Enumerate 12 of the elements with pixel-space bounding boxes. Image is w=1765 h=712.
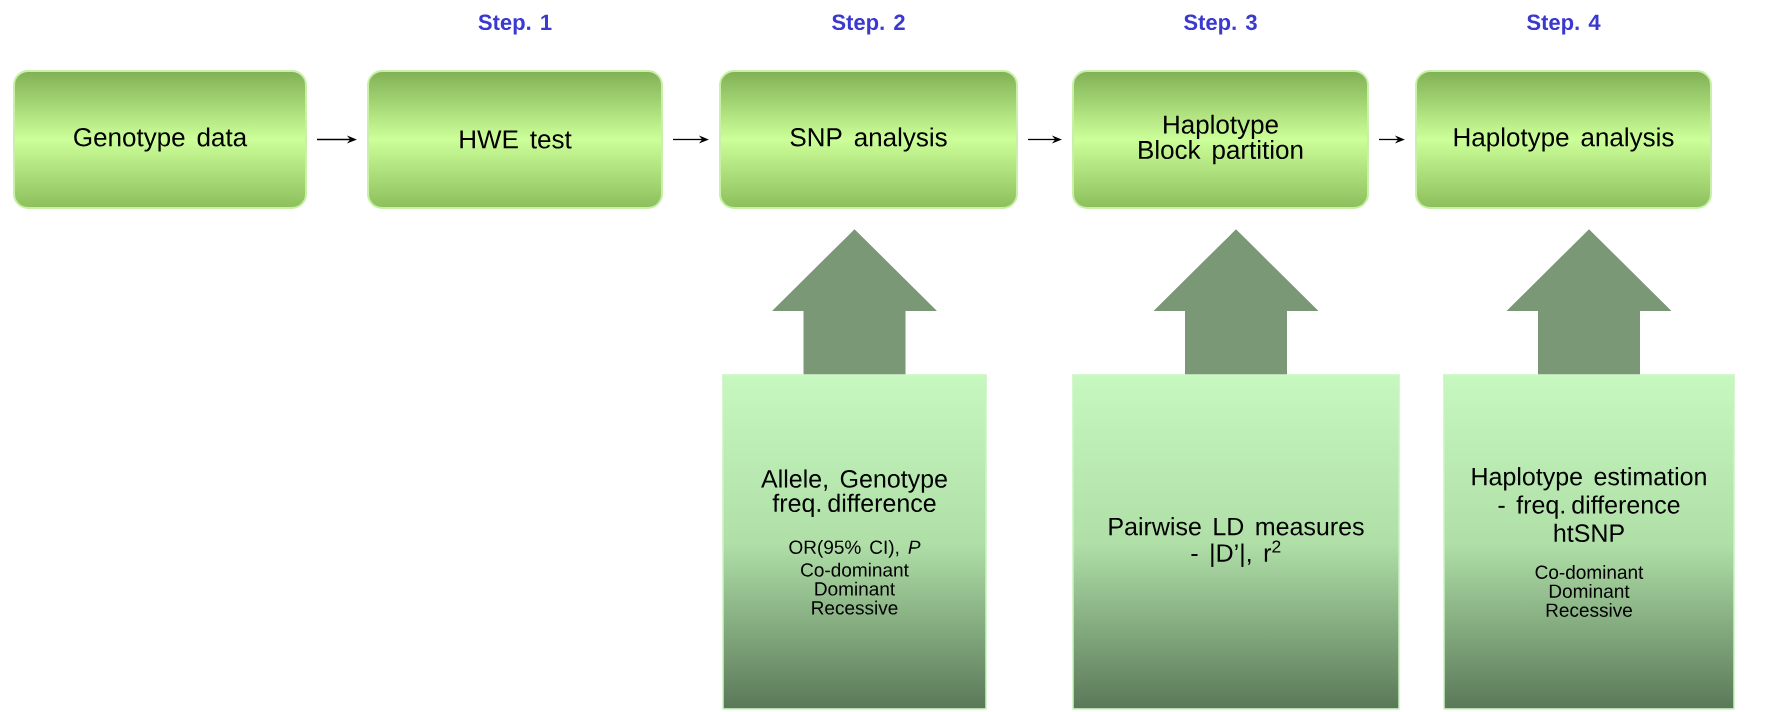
info-box: Allele, Genotype freq. difference OR(95% CI), P Co-dominant Dominant Recessive xyxy=(722,374,987,710)
process-box: Genotype data xyxy=(13,70,307,209)
process-box: HWE test xyxy=(367,70,663,209)
step-label: Step. 3 xyxy=(1184,14,1257,35)
process-box: Haplotype analysis xyxy=(1415,70,1712,209)
process-box: Haplotype Block partition xyxy=(1072,70,1369,209)
info-box: Pairwise LD measures - |D’|, r$^{2}$ xyxy=(1072,374,1400,710)
info-box: Haplotype estimation - freq. difference htSNP Co-dominant Dominant Recessive xyxy=(1443,374,1735,710)
step-label: Step. 1 xyxy=(478,14,552,35)
step-label: Step. 4 xyxy=(1527,14,1601,35)
step-label: Step. 2 xyxy=(832,14,905,35)
process-box: SNP analysis xyxy=(719,70,1018,209)
